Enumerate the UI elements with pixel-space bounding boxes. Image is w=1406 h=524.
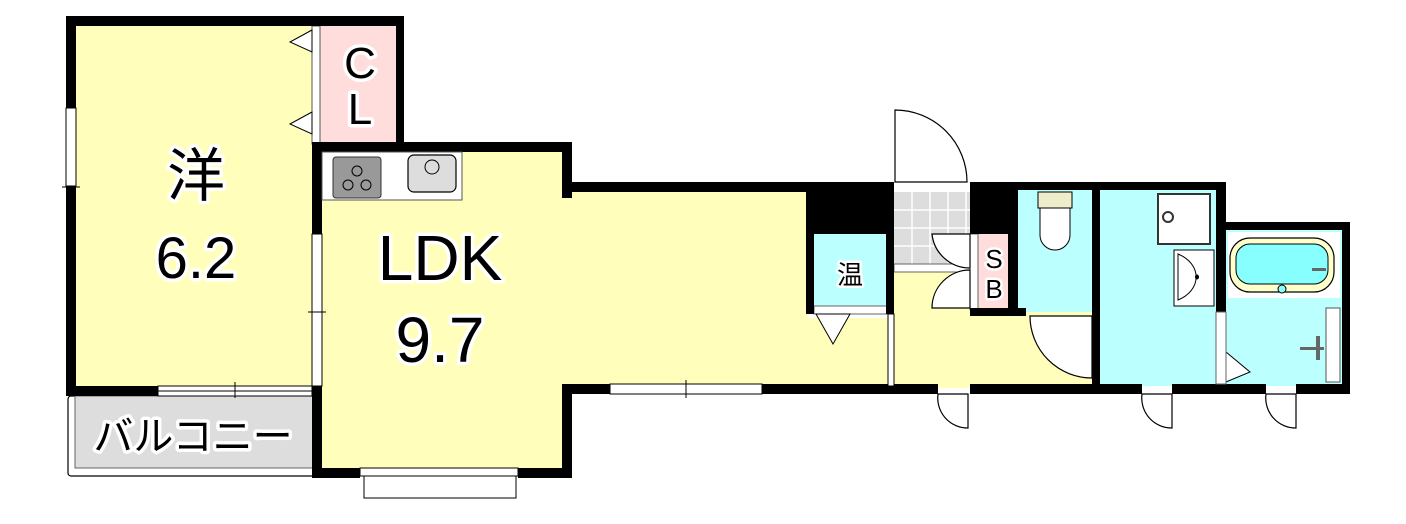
toilet-icon (1037, 191, 1073, 251)
ldk-name: LDK (378, 222, 503, 294)
western-room-size: 6.2 (156, 226, 237, 291)
shoe-box-label-line2: B (985, 274, 1002, 304)
kitchen-sink-icon (407, 154, 457, 193)
western-room-floor (76, 26, 320, 388)
kitchen-counter (321, 151, 463, 201)
closet-door-icon (288, 29, 313, 53)
closet-door-icon (288, 111, 313, 135)
closet-label-line2: L (348, 85, 372, 134)
closet-label-line1: C (344, 39, 376, 88)
entrance-door-icon (894, 109, 968, 183)
bathtub-icon (1228, 232, 1340, 298)
western-room-name: 洋 (167, 144, 225, 209)
stove-icon (332, 156, 382, 199)
shoe-box-label-line1: S (985, 244, 1002, 274)
washbasin-icon (1173, 249, 1215, 307)
water-heater-label: 温 (837, 260, 863, 290)
toilet-door-icon (1029, 315, 1093, 379)
water-heater-door-icon (815, 313, 851, 346)
shower-faucet-icon (1300, 307, 1341, 383)
ldk-size: 9.7 (396, 304, 485, 376)
water-heater-floor (814, 234, 886, 308)
shoe-box-door-icon (931, 233, 971, 309)
balcony (67, 395, 319, 477)
walls (66, 16, 1350, 478)
exterior-vent-icon (937, 393, 1297, 429)
windows (62, 107, 895, 499)
shoe-box-floor (978, 234, 1010, 310)
balcony-label: バルコニー (93, 415, 292, 459)
closet-floor (320, 26, 396, 144)
washing-machine-pan-icon (1157, 193, 1211, 245)
